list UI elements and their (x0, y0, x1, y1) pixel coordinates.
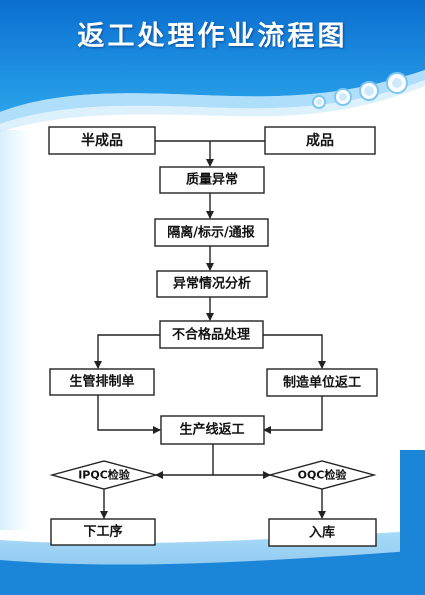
node-production-schedule: 生管排制单 (69, 374, 134, 390)
node-line-rework-box (160, 415, 265, 445)
arrow-to-manufacturing (263, 334, 326, 369)
node-semi-finished: 半成品 (81, 132, 123, 149)
node-oqc-inspection: OQC检验 (298, 468, 348, 482)
node-quality-abnormal-box (159, 166, 265, 194)
arrow-schedule-to-line (97, 395, 161, 434)
node-analysis-box (156, 270, 268, 298)
node-manufacturing-rework: 制造单位返工 (283, 375, 361, 391)
node-finished-box (264, 126, 376, 155)
node-warehousing: 入库 (309, 525, 335, 541)
node-next-process-box (50, 518, 156, 546)
node-finished: 成品 (306, 132, 334, 149)
node-nonconforming-box (159, 320, 264, 349)
node-nonconforming-handling: 不合格品处理 (172, 327, 250, 343)
node-manufacturing-box (266, 368, 378, 397)
node-semi-finished-box (48, 126, 156, 155)
node-isolate-box (154, 218, 269, 247)
node-ipqc-diamond (49, 460, 159, 490)
page-title: 返工处理作业流程图 (77, 21, 348, 52)
node-line-rework: 生产线返工 (179, 422, 244, 438)
node-schedule-box (49, 368, 155, 396)
node-ipqc-inspection: IPQC检验 (78, 468, 131, 482)
node-warehousing-box (268, 518, 377, 547)
connectors (94, 140, 326, 519)
node-isolate-mark-notify: 隔离/标示/通报 (167, 225, 255, 241)
arrow-to-ipqc (155, 444, 214, 479)
arrow-manufacturing-to-line (263, 396, 323, 434)
node-next-process: 下工序 (83, 524, 122, 540)
node-abnormal-analysis: 异常情况分析 (173, 276, 251, 292)
node-quality-abnormal: 质量异常 (186, 172, 238, 188)
node-oqc-diamond (267, 460, 377, 490)
arrow-to-schedule (94, 334, 160, 369)
